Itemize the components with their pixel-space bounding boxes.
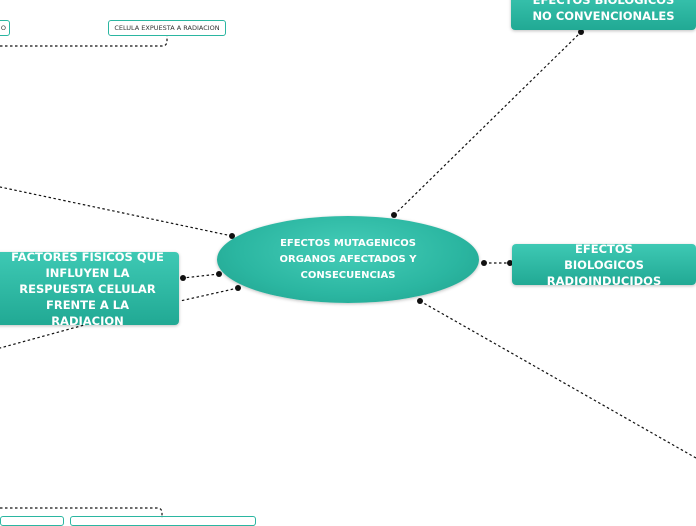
connector-bottom-bracket: [0, 507, 163, 518]
node-central-efectos-mutagenicos[interactable]: EFECTOS MUTAGENICOS ORGANOS AFECTADOS Y …: [217, 216, 479, 303]
connector-central-to-bottom-right: [419, 300, 696, 459]
small-node-celula-expuesta[interactable]: CELULA EXPUESTA A RADIACION: [108, 20, 226, 36]
connector-top-bracket: [0, 36, 168, 47]
node-factores-fisicos[interactable]: FACTORES FISICOS QUE INFLUYEN LA RESPUES…: [0, 250, 179, 328]
connector-central-to-factores-upper: [182, 273, 220, 279]
dot-central-left-mid: [216, 271, 222, 277]
dot-radioinducidos: [507, 260, 513, 266]
node-efectos-no-convencionales[interactable]: EFECTOS BIOLOGICOS NO CONVENCIONALES: [511, 0, 696, 30]
connector-central-to-top-left: [0, 186, 233, 237]
connector-factores-to-bottom-left: [0, 323, 89, 349]
dot-central-top: [391, 212, 397, 218]
dot-central-left-low: [235, 285, 241, 291]
dot-factores-upper: [180, 275, 186, 281]
dot-no-convencionales: [578, 29, 584, 35]
connector-central-to-no-convencionales: [393, 31, 582, 216]
dot-central-right: [481, 260, 487, 266]
partial-box-bottom-mid[interactable]: [70, 516, 256, 526]
dot-central-bottom: [417, 298, 423, 304]
partial-box-bottom-left[interactable]: [0, 516, 64, 526]
node-efectos-radioinducidos[interactable]: EFECTOS BIOLOGICOS RADIOINDUCIDOS: [512, 242, 696, 288]
connector-central-to-factores-lower: [179, 287, 239, 302]
small-node-partial-left[interactable]: O: [0, 20, 10, 36]
